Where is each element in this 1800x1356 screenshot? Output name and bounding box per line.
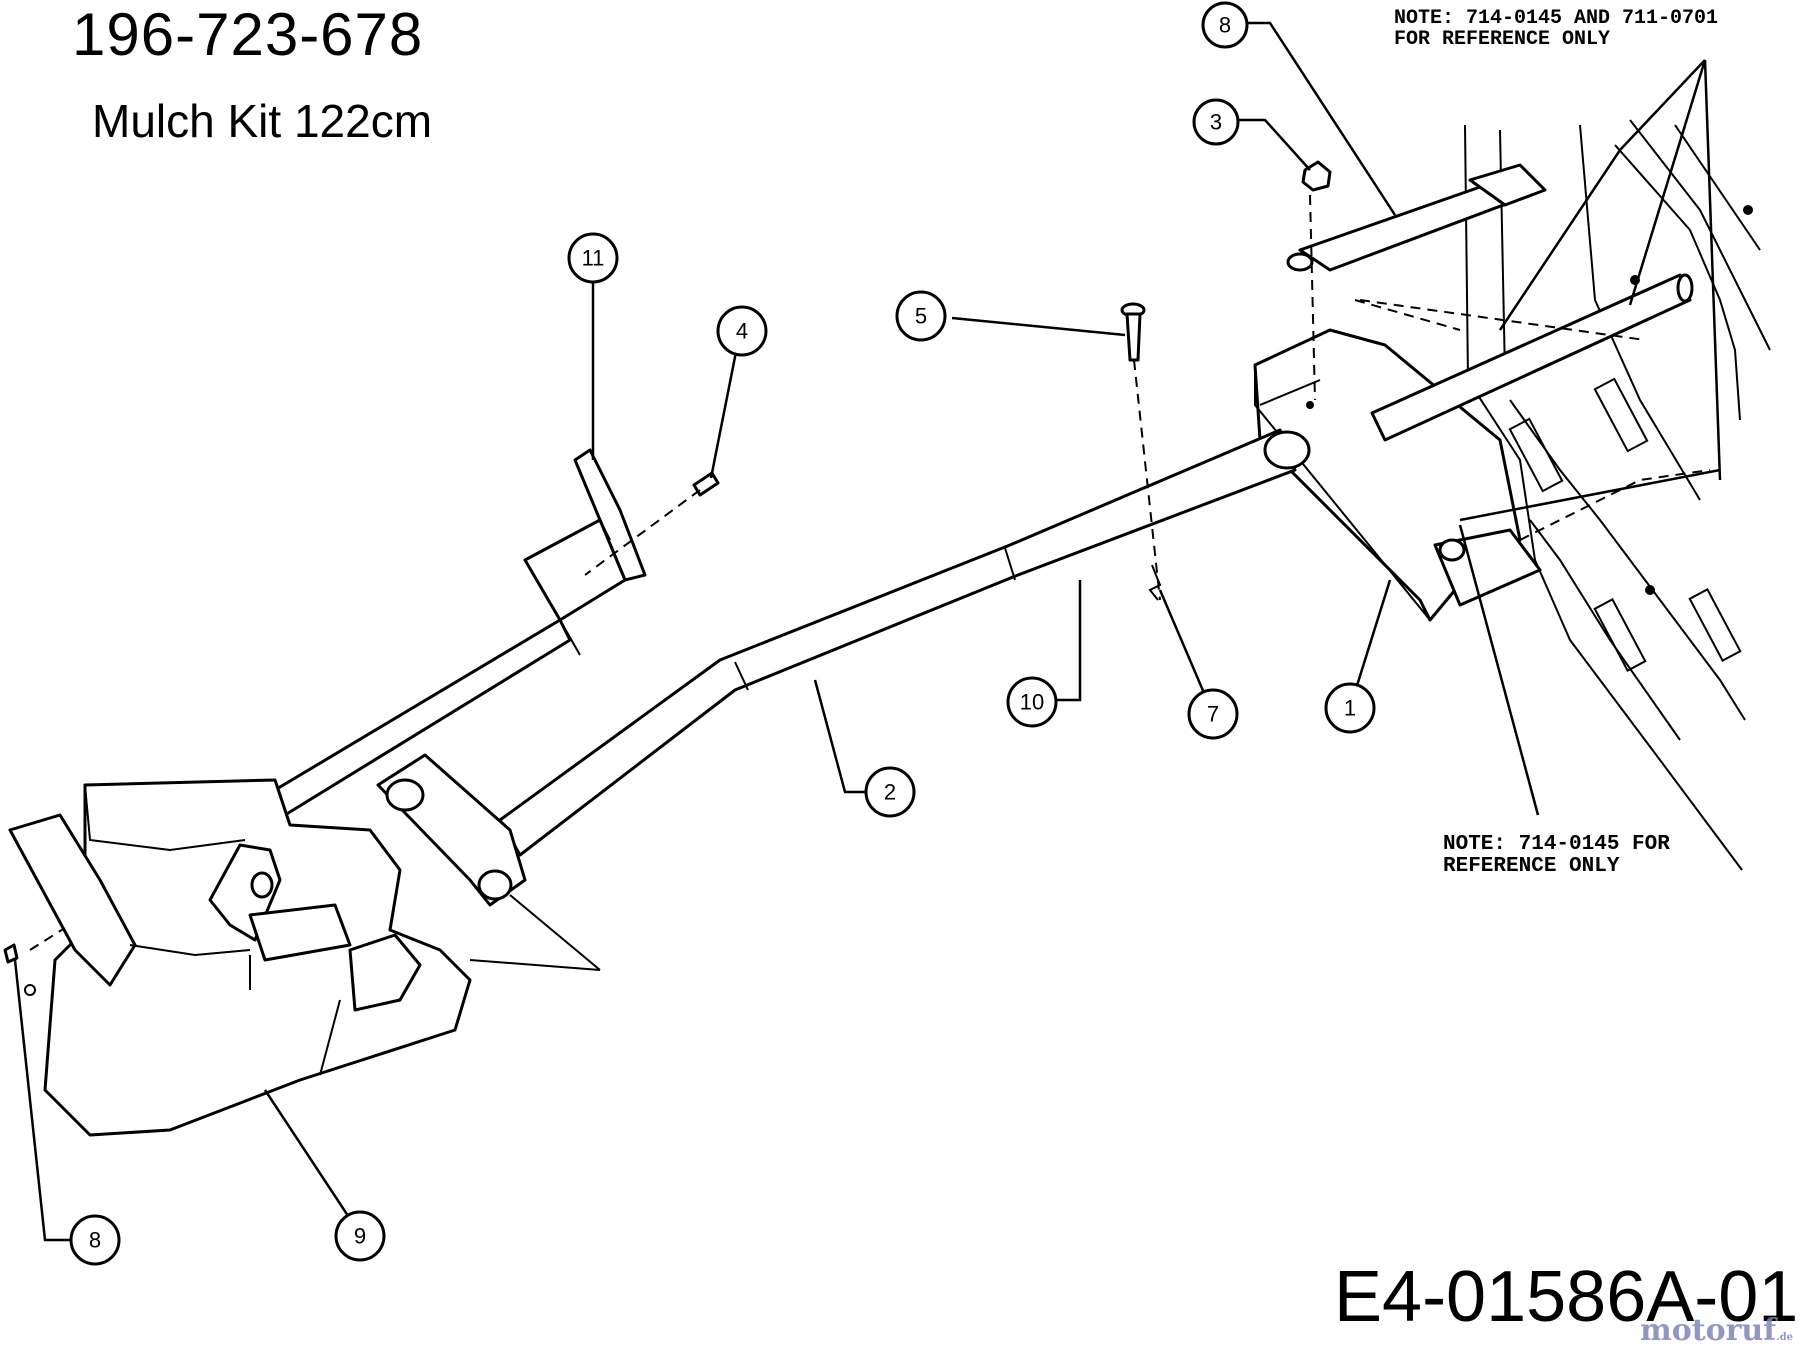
reference-note-top: NOTE: 714-0145 AND 711-0701 FOR REFERENC… bbox=[1394, 8, 1718, 50]
part-8-small-pin bbox=[3, 943, 36, 996]
kit-name-subtitle: Mulch Kit 122cm bbox=[92, 95, 433, 147]
cross-rod bbox=[1370, 273, 1694, 442]
part-5-clevis-pin bbox=[1120, 302, 1146, 362]
drawing-code: E4-01586A-01 bbox=[1334, 1257, 1799, 1337]
callout-label: 5 bbox=[915, 304, 927, 329]
leader-lines bbox=[13, 21, 1722, 1242]
watermark-logo: motoruf.de bbox=[1640, 1313, 1793, 1348]
part-11-bracket bbox=[523, 448, 647, 656]
callout-label: 10 bbox=[1020, 690, 1044, 715]
note-line: NOTE: 714-0145 AND 711-0701 bbox=[1394, 7, 1719, 30]
part-number-title: 196-723-678 bbox=[72, 1, 424, 68]
callout-label: 1 bbox=[1344, 696, 1356, 721]
deck-panel bbox=[1464, 119, 1771, 871]
callout-3: 3 bbox=[1192, 98, 1240, 146]
callout-7: 7 bbox=[1187, 688, 1239, 740]
watermark-suffix: .de bbox=[1776, 1332, 1793, 1343]
part-9-mulch-chute bbox=[8, 778, 472, 1137]
note-line: FOR REFERENCE ONLY bbox=[1394, 28, 1611, 51]
callout-label: 4 bbox=[736, 319, 748, 344]
callout-10: 10 bbox=[1006, 676, 1058, 728]
part-7-hairpin-clip bbox=[1148, 564, 1162, 601]
callout-8-bottom: 8 bbox=[69, 1214, 121, 1266]
callout-label: 8 bbox=[89, 1228, 101, 1253]
callout-label: 2 bbox=[884, 780, 896, 805]
callout-label: 8 bbox=[1219, 13, 1231, 38]
note-line: REFERENCE ONLY bbox=[1443, 855, 1620, 878]
callout-label: 3 bbox=[1210, 110, 1222, 135]
part-8-link-bar bbox=[1286, 163, 1547, 272]
callout-4: 4 bbox=[716, 305, 768, 357]
callout-label: 11 bbox=[582, 246, 605, 271]
reference-note-bottom: NOTE: 714-0145 FOR REFERENCE ONLY bbox=[1443, 834, 1670, 878]
callout-1: 1 bbox=[1324, 682, 1376, 734]
callout-8-top: 8 bbox=[1201, 1, 1249, 49]
callout-label: 9 bbox=[354, 1224, 366, 1249]
callout-2: 2 bbox=[864, 766, 916, 818]
pivot-tab bbox=[376, 753, 527, 907]
part-2-main-rod bbox=[498, 428, 1311, 857]
note-line: NOTE: 714-0145 FOR bbox=[1443, 833, 1670, 856]
callout-5: 5 bbox=[895, 290, 947, 342]
callout-9: 9 bbox=[334, 1210, 386, 1262]
callout-label: 7 bbox=[1207, 702, 1219, 727]
watermark-text: motoruf bbox=[1640, 1313, 1777, 1348]
callout-11: 11 bbox=[567, 232, 619, 284]
